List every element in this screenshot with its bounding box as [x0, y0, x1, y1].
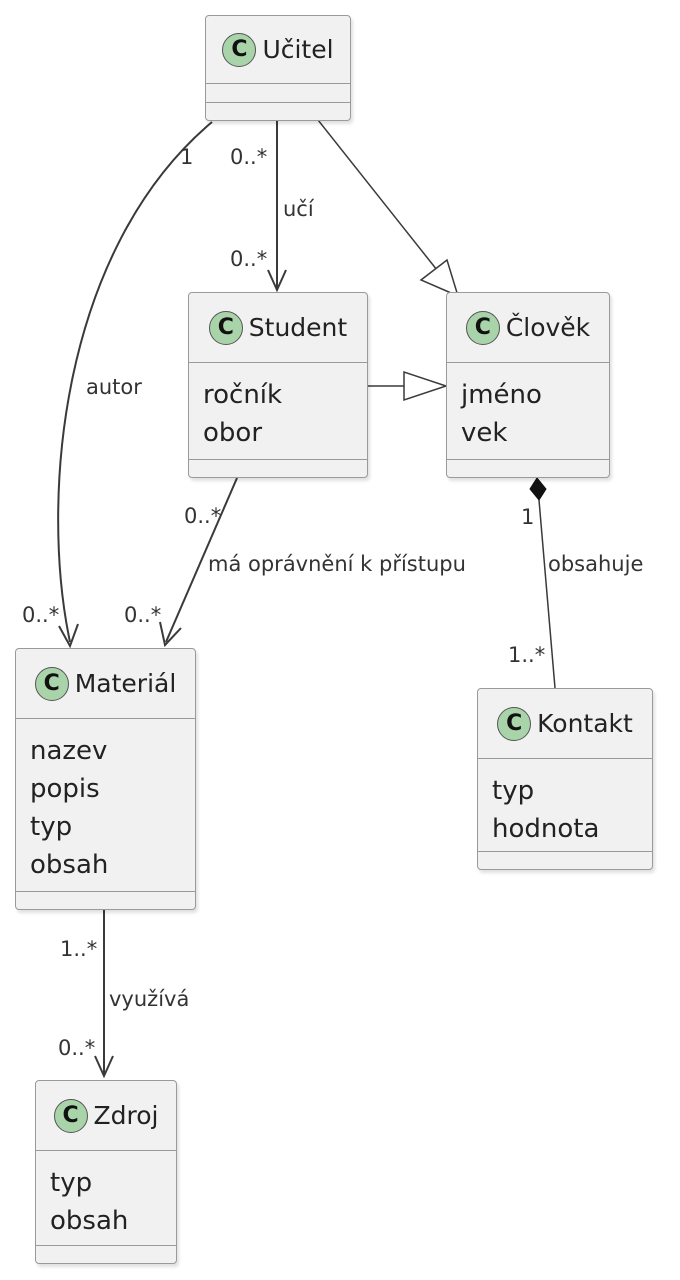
- multiplicity-vyuziva-target: 0..*: [58, 1036, 96, 1060]
- multiplicity-vyuziva-source: 1..*: [60, 937, 98, 961]
- class-kontakt-circle-icon: C: [497, 706, 532, 741]
- attribute: vek: [461, 418, 508, 448]
- class-material-name: Materiál: [74, 669, 177, 698]
- class-kontakt-divider: [478, 851, 652, 852]
- class-zdroj-header: C Zdroj: [36, 1081, 176, 1151]
- attribute: typ: [50, 1168, 93, 1198]
- class-ucitel-name: Učitel: [262, 35, 334, 64]
- attribute: nazev: [30, 736, 108, 766]
- multiplicity-uci-target: 0..*: [230, 247, 268, 271]
- edge-autor-arrowhead: [58, 623, 79, 649]
- class-zdroj-attributes: typ obsah: [50, 1164, 172, 1240]
- edge-uci-arrowhead: [267, 269, 287, 293]
- class-kontakt[interactable]: C Kontakt typ hodnota: [477, 688, 653, 870]
- class-clovek-divider: [447, 459, 609, 460]
- class-student[interactable]: C Student ročník obor: [188, 292, 368, 478]
- multiplicity-obsahuje-target: 1..*: [508, 643, 546, 667]
- label-obsahuje: obsahuje: [548, 552, 644, 576]
- class-kontakt-attributes: typ hodnota: [492, 772, 648, 848]
- multiplicity-autor-source: 1: [180, 145, 194, 169]
- label-pristup: má oprávnění k přístupu: [208, 552, 466, 576]
- class-student-name: Student: [248, 313, 348, 342]
- class-student-header: C Student: [189, 293, 367, 363]
- attribute: obsah: [50, 1206, 129, 1236]
- class-material[interactable]: C Materiál nazev popis typ obsah: [15, 648, 196, 910]
- class-clovek[interactable]: C Člověk jméno vek: [446, 292, 610, 478]
- edge-obsahuje-diamond: [529, 477, 547, 501]
- edge-pristup-arrowhead: [159, 621, 182, 648]
- attribute: ročník: [203, 380, 283, 410]
- class-material-attributes: nazev popis typ obsah: [30, 732, 191, 884]
- class-zdroj-name: Zdroj: [93, 1101, 159, 1130]
- class-kontakt-name: Kontakt: [537, 709, 633, 738]
- attribute: typ: [30, 812, 73, 842]
- class-kontakt-header: C Kontakt: [478, 689, 652, 759]
- multiplicity-pristup-source: 0..*: [184, 504, 222, 528]
- attribute: obsah: [30, 850, 109, 880]
- class-clovek-attributes: jméno vek: [461, 376, 605, 452]
- class-zdroj-divider: [36, 1245, 176, 1246]
- attribute: obor: [203, 418, 263, 448]
- multiplicity-uci-source: 0..*: [230, 145, 268, 169]
- attribute: typ: [492, 776, 535, 806]
- edge-autor: [57, 121, 213, 643]
- multiplicity-autor-target: 0..*: [22, 603, 60, 627]
- attribute: hodnota: [492, 814, 600, 844]
- label-vyuziva: využívá: [109, 987, 190, 1011]
- attribute: jméno: [461, 380, 542, 410]
- class-ucitel[interactable]: C Učitel: [205, 15, 351, 121]
- class-zdroj[interactable]: C Zdroj typ obsah: [35, 1080, 177, 1264]
- label-autor: autor: [86, 375, 142, 399]
- class-clovek-circle-icon: C: [465, 310, 500, 345]
- multiplicity-obsahuje-source: 1: [521, 505, 535, 529]
- edge-obsahuje: [538, 499, 556, 689]
- label-uci: učí: [283, 197, 314, 221]
- class-student-circle-icon: C: [208, 310, 243, 345]
- class-ucitel-header: C Učitel: [206, 16, 350, 84]
- class-zdroj-circle-icon: C: [53, 1098, 88, 1133]
- class-material-circle-icon: C: [34, 666, 69, 701]
- class-ucitel-circle-icon: C: [222, 32, 257, 67]
- edge-ucitel-clovek-triangle: [419, 258, 460, 298]
- edge-pristup: [165, 477, 238, 643]
- class-student-divider: [189, 459, 367, 460]
- class-clovek-header: C Člověk: [447, 293, 609, 363]
- edge-student-clovek-triangle: [403, 370, 449, 402]
- class-material-divider: [16, 891, 195, 892]
- class-material-header: C Materiál: [16, 649, 195, 719]
- class-ucitel-divider: [206, 102, 350, 103]
- class-student-attributes: ročník obor: [203, 376, 363, 452]
- edge-vyuziva-arrowhead: [94, 1055, 114, 1079]
- multiplicity-pristup-target: 0..*: [124, 603, 162, 627]
- edge-ucitel-clovek: [317, 119, 438, 271]
- attribute: popis: [30, 774, 100, 804]
- class-clovek-name: Člověk: [505, 313, 591, 342]
